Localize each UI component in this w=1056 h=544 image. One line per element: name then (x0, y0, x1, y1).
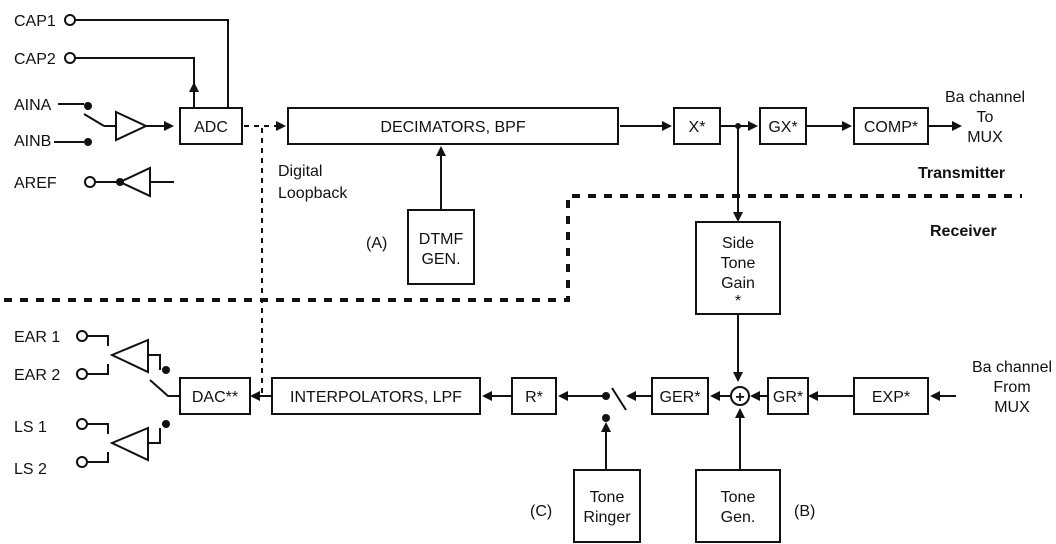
ear-amp-input (148, 354, 161, 370)
decimators-block (287, 107, 619, 145)
ear-amplifier (109, 338, 149, 374)
ainb-label: AINB (14, 133, 51, 150)
exp-block (853, 377, 929, 415)
ls2-label: LS 2 (14, 461, 47, 478)
tone-gen-label-1: Tone (721, 489, 756, 506)
ger-block (651, 377, 709, 415)
decimators-label: DECIMATORS, BPF (380, 119, 525, 136)
ringer-switch-node-2 (602, 414, 610, 422)
ear-switch-node (162, 366, 170, 374)
ger-label: GER* (660, 389, 701, 406)
interpolators-label: INTERPOLATORS, LPF (290, 389, 462, 406)
tx-rx-boundary (4, 194, 1022, 302)
mark-a: (A) (366, 235, 387, 252)
comp-block (853, 107, 929, 145)
tone-gen-block (695, 469, 781, 543)
tone-ringer-label-1: Tone (590, 489, 625, 506)
rx-in-label-2: From (993, 379, 1030, 396)
ls2-port (76, 456, 88, 468)
tx-out-label-2: To (977, 109, 994, 126)
adc-label: ADC (194, 119, 228, 136)
receiver-label: Receiver (930, 223, 997, 240)
sidetone-label-2: Tone (721, 255, 756, 272)
cap1-port (64, 14, 76, 26)
aina-node (84, 102, 92, 110)
dac-block (179, 377, 251, 415)
cap2-port (64, 52, 76, 64)
x-label: X* (689, 119, 706, 136)
aref-label: AREF (14, 175, 57, 192)
ear1-port (76, 330, 88, 342)
tone-ringer-block (573, 469, 641, 543)
cap1-label: CAP1 (14, 13, 56, 30)
sidetone-block (695, 221, 781, 315)
dtmf-label-1: DTMF (419, 231, 464, 248)
sidetone-label-1: Side (722, 235, 754, 252)
comp-label: COMP* (864, 119, 918, 136)
gr-block (767, 377, 809, 415)
mark-c: (C) (530, 503, 552, 520)
sidetone-label-4: * (735, 293, 741, 310)
ear2-port (76, 368, 88, 380)
ls-amplifier (109, 426, 149, 462)
interpolators-block (271, 377, 481, 415)
tx-out-label-1: Ba channel (945, 89, 1025, 106)
tx-out-label-3: MUX (967, 129, 1003, 146)
ringer-switch (611, 387, 627, 411)
aina-label: AINA (14, 97, 52, 114)
ls2-wire (87, 452, 109, 463)
cap2-label: CAP2 (14, 51, 56, 68)
ls-switch-node (162, 420, 170, 428)
ls1-wire (87, 423, 109, 434)
cap1-wire (75, 19, 233, 120)
loopback-label-2: Loopback (278, 185, 348, 202)
input-amplifier (115, 110, 149, 142)
adc-block (179, 107, 243, 145)
dac-switch (149, 379, 180, 397)
r-label: R* (525, 389, 543, 406)
ainb-node (84, 138, 92, 146)
transmitter-label: Transmitter (918, 165, 1005, 182)
dtmf-label-2: GEN. (421, 251, 460, 268)
cap2-wire (75, 57, 195, 96)
ls1-label: LS 1 (14, 419, 47, 436)
aref-port (84, 176, 96, 188)
gx-label: GX* (768, 119, 797, 136)
ear2-label: EAR 2 (14, 367, 60, 384)
exp-label: EXP* (872, 389, 910, 406)
tone-ringer-label-2: Ringer (583, 509, 631, 526)
ear1-label: EAR 1 (14, 329, 60, 346)
rx-in-label-1: Ba channel (972, 359, 1052, 376)
ls1-port (76, 418, 88, 430)
gr-label: GR* (773, 389, 803, 406)
rx-in-label-3: MUX (994, 399, 1030, 416)
dac-label: DAC** (192, 389, 238, 406)
summer-sign: + (735, 389, 744, 406)
r-block (511, 377, 557, 415)
mark-b: (B) (794, 503, 815, 520)
sidetone-label-3: Gain (721, 275, 755, 292)
loopback-label-1: Digital (278, 163, 322, 180)
ear1-wire (87, 335, 109, 346)
x-block (673, 107, 721, 145)
input-switch (83, 113, 105, 127)
tone-gen-label-2: Gen. (721, 509, 756, 526)
aref-buffer (117, 166, 151, 198)
ear2-wire (87, 364, 109, 375)
ls-amp-input (148, 428, 161, 444)
